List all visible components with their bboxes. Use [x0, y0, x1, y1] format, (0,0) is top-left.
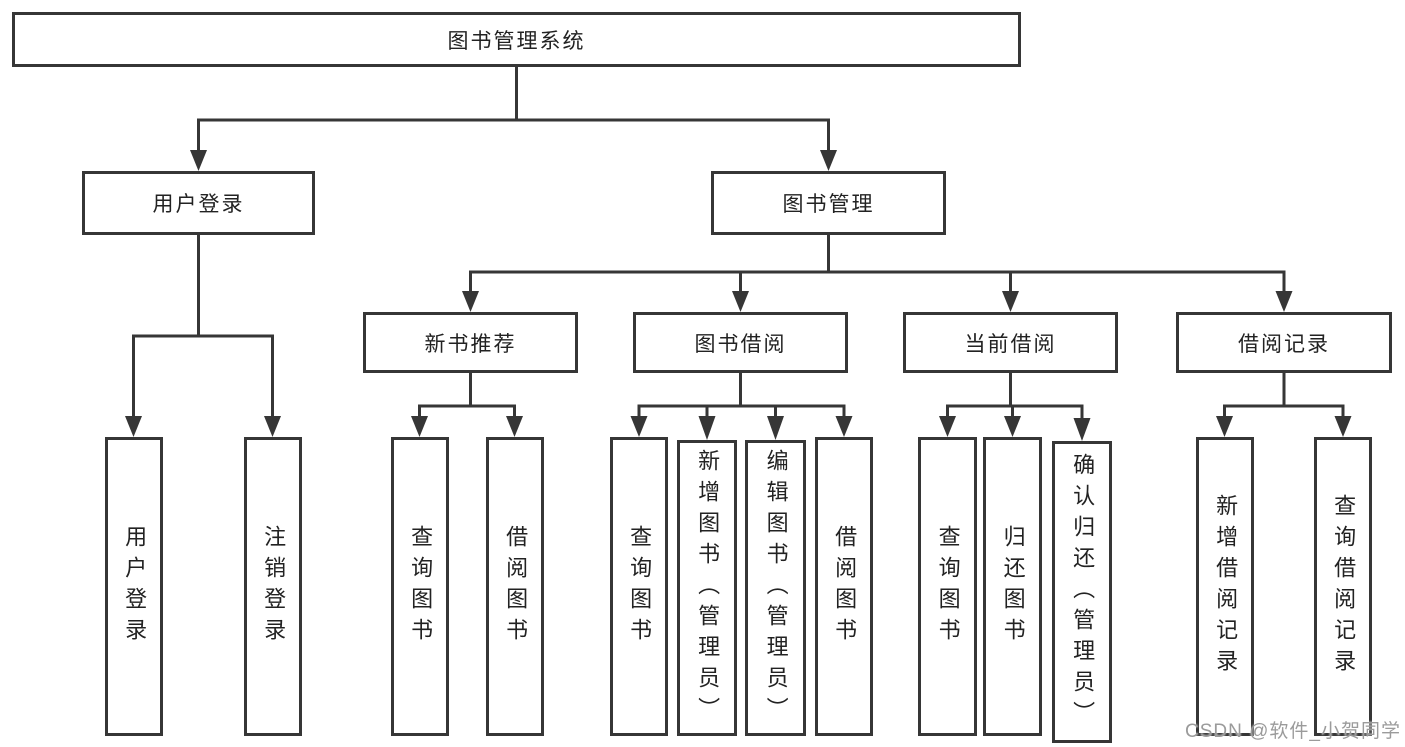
leaf-borrow-query-books: 查询图书 [610, 437, 668, 736]
node-book-borrow: 图书借阅 [633, 312, 848, 373]
leaf-borrow-borrow-books-label: 借阅图书 [832, 524, 858, 649]
node-new-book-recommend-label: 新书推荐 [424, 332, 517, 356]
leaf-records-add-record-label: 新增借阅记录 [1213, 493, 1239, 680]
leaf-recommend-query-books-label: 查询图书 [408, 524, 434, 649]
node-borrow-records-label: 借阅记录 [1238, 332, 1330, 356]
leaf-logout: 注销登录 [244, 437, 302, 736]
leaf-borrow-borrow-books: 借阅图书 [815, 437, 873, 736]
node-user-login-label: 用户登录 [152, 193, 245, 216]
leaf-borrow-add-books-admin-label: 新增图书（管理员） [695, 448, 721, 728]
node-user-login: 用户登录 [82, 171, 315, 235]
node-book-borrow-label: 图书借阅 [694, 332, 787, 356]
node-book-management: 图书管理 [711, 171, 946, 235]
leaf-borrow-edit-books-admin: 编辑图书（管理员） [745, 440, 806, 736]
leaf-current-query-books: 查询图书 [918, 437, 977, 736]
leaf-borrow-query-books-label: 查询图书 [627, 524, 653, 649]
connector-new-book-recommend-to-leaves [411, 373, 523, 437]
leaf-user-login-label: 用户登录 [122, 524, 148, 649]
node-root-label: 图书管理系统 [447, 29, 586, 53]
leaf-user-login: 用户登录 [105, 437, 163, 736]
leaf-borrow-add-books-admin: 新增图书（管理员） [677, 440, 737, 736]
node-book-management-label: 图书管理 [782, 193, 875, 216]
node-borrow-records: 借阅记录 [1176, 312, 1392, 373]
leaf-recommend-borrow-books-label: 借阅图书 [503, 524, 529, 649]
connector-current-borrow-to-leaves [939, 373, 1091, 441]
leaf-current-query-books-label: 查询图书 [935, 524, 961, 649]
leaf-current-return-books-label: 归还图书 [1000, 524, 1026, 649]
leaf-records-add-record: 新增借阅记录 [1196, 437, 1254, 736]
node-new-book-recommend: 新书推荐 [363, 312, 578, 373]
watermark-text: CSDN @软件_小贺同学 [1185, 721, 1401, 742]
leaf-current-confirm-return-admin: 确认归还（管理员） [1052, 441, 1112, 743]
node-current-borrow: 当前借阅 [903, 312, 1118, 373]
connector-root-to-level2 [190, 67, 837, 171]
leaf-borrow-edit-books-admin-label: 编辑图书（管理员） [763, 448, 789, 728]
leaf-recommend-query-books: 查询图书 [391, 437, 449, 736]
leaf-records-query-record: 查询借阅记录 [1314, 437, 1372, 736]
connector-borrow-records-to-leaves [1216, 373, 1352, 437]
leaf-logout-label: 注销登录 [261, 524, 287, 649]
leaf-records-query-record-label: 查询借阅记录 [1331, 493, 1357, 680]
leaf-current-confirm-return-admin-label: 确认归还（管理员） [1070, 452, 1096, 732]
leaf-current-return-books: 归还图书 [983, 437, 1042, 736]
connector-book-borrow-to-leaves [630, 373, 853, 440]
node-root: 图书管理系统 [12, 12, 1021, 67]
connector-book-management-to-level3 [462, 234, 1293, 312]
connector-user-login-to-leaves [125, 234, 281, 437]
node-current-borrow-label: 当前借阅 [964, 332, 1057, 356]
leaf-recommend-borrow-books: 借阅图书 [486, 437, 544, 736]
